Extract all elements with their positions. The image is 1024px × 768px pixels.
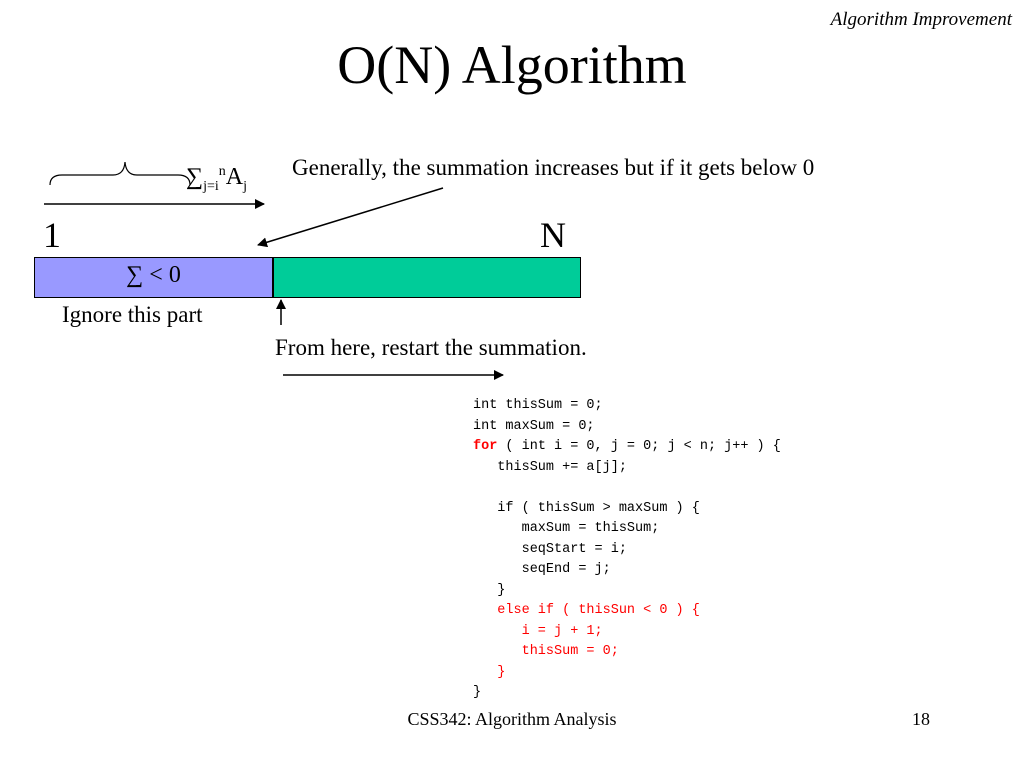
range-start-label: 1 — [43, 215, 61, 255]
code-line-highlight: i = j + 1; — [473, 623, 603, 639]
code-line: } — [473, 685, 482, 700]
summation-note: Generally, the summation increases but i… — [292, 155, 815, 180]
active-segment — [273, 257, 581, 298]
code-line: seqStart = i; — [473, 541, 627, 557]
code-line: int maxSum = 0; — [473, 418, 595, 434]
code-line: seqEnd = j; — [473, 562, 611, 577]
negative-sum-label: ∑ < 0 — [126, 262, 181, 288]
code-line: thisSum += a[j]; — [473, 459, 627, 475]
sum-superscript: n — [218, 164, 226, 179]
code-block: int thisSum = 0; int maxSum = 0; for ( i… — [473, 396, 781, 704]
curly-brace — [49, 161, 191, 186]
code-line-highlight: else if ( thisSun < 0 ) { — [473, 603, 700, 618]
code-keyword-for: for — [473, 439, 498, 454]
code-line: int thisSum = 0; — [473, 398, 603, 413]
sum-subscript: j=i — [203, 178, 219, 194]
sum-variable: A — [225, 164, 244, 190]
restart-label: From here, restart the summation. — [275, 335, 587, 360]
code-line-highlight: thisSum = 0; — [473, 644, 619, 659]
code-line: if ( thisSum > maxSum ) { — [473, 500, 700, 516]
slide-title: O(N) Algorithm — [337, 35, 687, 95]
footer-page-number: 18 — [912, 709, 930, 729]
ignored-segment — [34, 257, 273, 298]
code-line-highlight: } — [473, 664, 506, 680]
code-line: } — [473, 582, 506, 598]
sum-variable-subscript: j — [243, 178, 248, 194]
code-line: ( int i = 0, j = 0; j < n; j++ ) { — [497, 439, 781, 454]
code-line: maxSum = thisSum; — [473, 521, 660, 536]
header-tag: Algorithm Improvement — [830, 9, 1012, 30]
pointer-arrow — [257, 187, 444, 248]
footer-course: CSS342: Algorithm Analysis — [407, 709, 617, 729]
ignore-part-label: Ignore this part — [62, 302, 203, 327]
range-end-label: N — [540, 215, 566, 255]
